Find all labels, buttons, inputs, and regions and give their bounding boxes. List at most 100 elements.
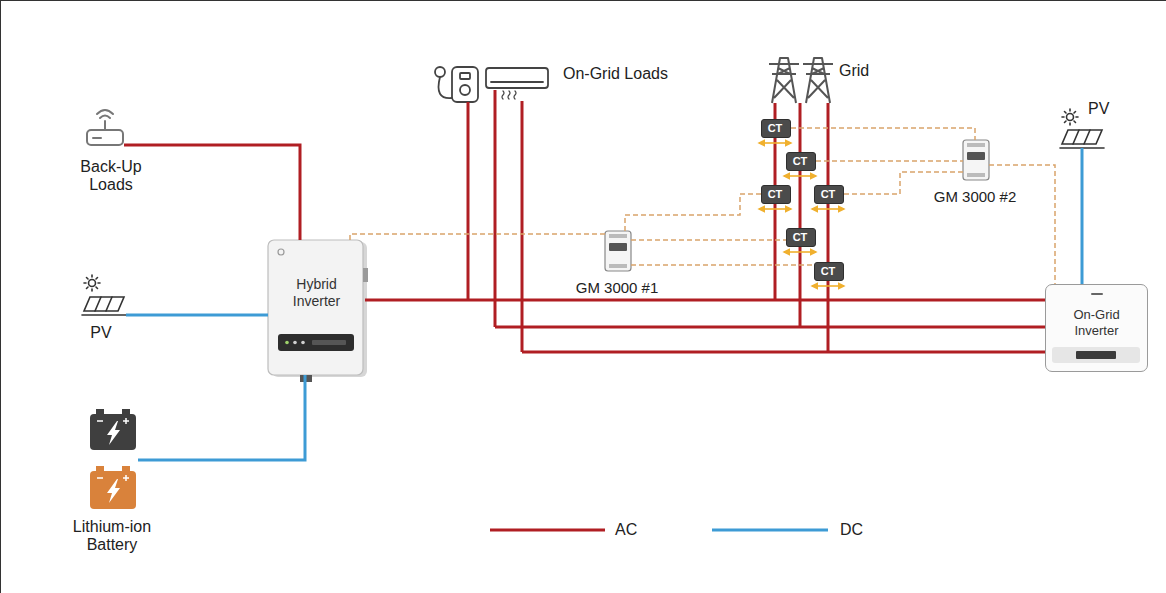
load-label: Back-Up Loads (66, 158, 157, 194)
current-transformer: CT (761, 185, 791, 204)
ac-wire (495, 326, 1045, 329)
appliance-icon (435, 67, 548, 102)
pv-array: PV (73, 272, 131, 344)
battery-icon (107, 479, 120, 503)
appliance-icon (460, 85, 470, 95)
pv-label: PV (73, 324, 129, 342)
transmission-tower (769, 58, 799, 103)
pv-panel-icon (84, 275, 100, 291)
legend-sample (490, 529, 605, 532)
meter-icon (609, 264, 627, 268)
meter-icon (609, 243, 627, 251)
load-label: On-Grid Loads (563, 65, 668, 83)
hybrid-inverter: Hybrid Inverter (268, 240, 365, 375)
current-transformer: CT (814, 262, 844, 281)
battery-icon (90, 409, 136, 509)
meter-icon (967, 152, 985, 160)
inverter-device (278, 334, 354, 351)
router-icon (87, 110, 123, 145)
appliance-icon (439, 77, 453, 98)
pv-panel-icon (1062, 130, 1102, 144)
load-icon-group: Back-Up Loads (66, 108, 159, 203)
smart-meter: GM 3000 #1 (571, 228, 666, 298)
current-transformer: CT (786, 152, 816, 171)
inverter-label: On-Grid Inverter (1056, 307, 1137, 339)
battery-icon (90, 414, 136, 450)
appliance-icon (452, 67, 478, 102)
appliance-icon (491, 81, 543, 83)
ct-label: CT (762, 186, 788, 202)
inverter-device (268, 240, 363, 375)
ac-wire (521, 101, 524, 352)
meter-icon (609, 234, 627, 238)
meter-icon (605, 140, 989, 271)
router-icon (93, 137, 101, 139)
router-icon (87, 130, 123, 145)
pv-panel-icon (89, 280, 96, 287)
legend-sample (712, 529, 828, 532)
appliance-icon (460, 73, 470, 79)
meter-icon (967, 173, 985, 177)
transmission-tower (803, 58, 833, 103)
router-icon (100, 116, 110, 119)
ac-wire (468, 90, 1045, 352)
ac-wire (467, 102, 470, 300)
current-arrow (812, 208, 844, 210)
meter-label: GM 3000 #2 (929, 188, 1022, 205)
appliance-icon (502, 91, 516, 99)
pv-label: PV (1088, 100, 1109, 118)
legend-label: DC (840, 520, 863, 540)
battery-group: Lithium-ion Battery (51, 404, 176, 562)
current-transformer: CT (761, 119, 791, 138)
ac-wire (494, 90, 497, 327)
device-detail (1091, 293, 1103, 295)
smart-meter: GM 3000 #2 (929, 138, 1024, 208)
pv-panel-icon (82, 314, 126, 316)
meter-icon (967, 143, 985, 147)
communication-line (631, 264, 814, 266)
grid-label: Grid (839, 62, 869, 80)
pv-panel-icon (95, 297, 112, 311)
pv-panel-icon (82, 275, 126, 315)
current-arrow (812, 285, 844, 287)
current-arrow (784, 251, 816, 253)
battery-icon (97, 418, 129, 424)
meter-icon (963, 140, 989, 180)
current-transformer: CT (786, 228, 816, 247)
appliance-icon (435, 67, 445, 77)
inverter-label: Hybrid Inverter (276, 276, 357, 310)
dc-cable (1081, 148, 1084, 284)
communication-line (816, 160, 963, 162)
inverter-device (268, 240, 368, 382)
inverter-device (278, 249, 284, 255)
device-detail (1076, 351, 1116, 359)
communication-line (350, 234, 605, 240)
battery-icon (90, 471, 136, 509)
pv-panel-icon (1073, 130, 1090, 144)
ac-cable (365, 299, 1045, 302)
router-icon (104, 121, 106, 130)
dc-cable (138, 375, 305, 460)
dc-cable (126, 314, 268, 317)
battery-icon (97, 475, 129, 481)
ct-label: CT (787, 153, 813, 169)
battery-label: Lithium-ion Battery (51, 518, 174, 554)
on-grid-inverter: On-Grid Inverter (1045, 284, 1148, 372)
ct-label: CT (762, 120, 788, 136)
ct-label: CT (787, 229, 813, 245)
pv-panel-icon (84, 297, 124, 311)
meter-icon (605, 231, 631, 271)
frame (0, 0, 1, 593)
grid-tower: Grid (765, 40, 885, 104)
ac-wire (799, 103, 802, 327)
battery-icon (107, 421, 120, 445)
appliance-icon (486, 68, 548, 88)
load-icon-group: On-Grid Loads (430, 62, 675, 106)
communication-line (989, 165, 1055, 284)
ac-wire (827, 103, 830, 352)
pv-panel-icon (1067, 114, 1074, 121)
